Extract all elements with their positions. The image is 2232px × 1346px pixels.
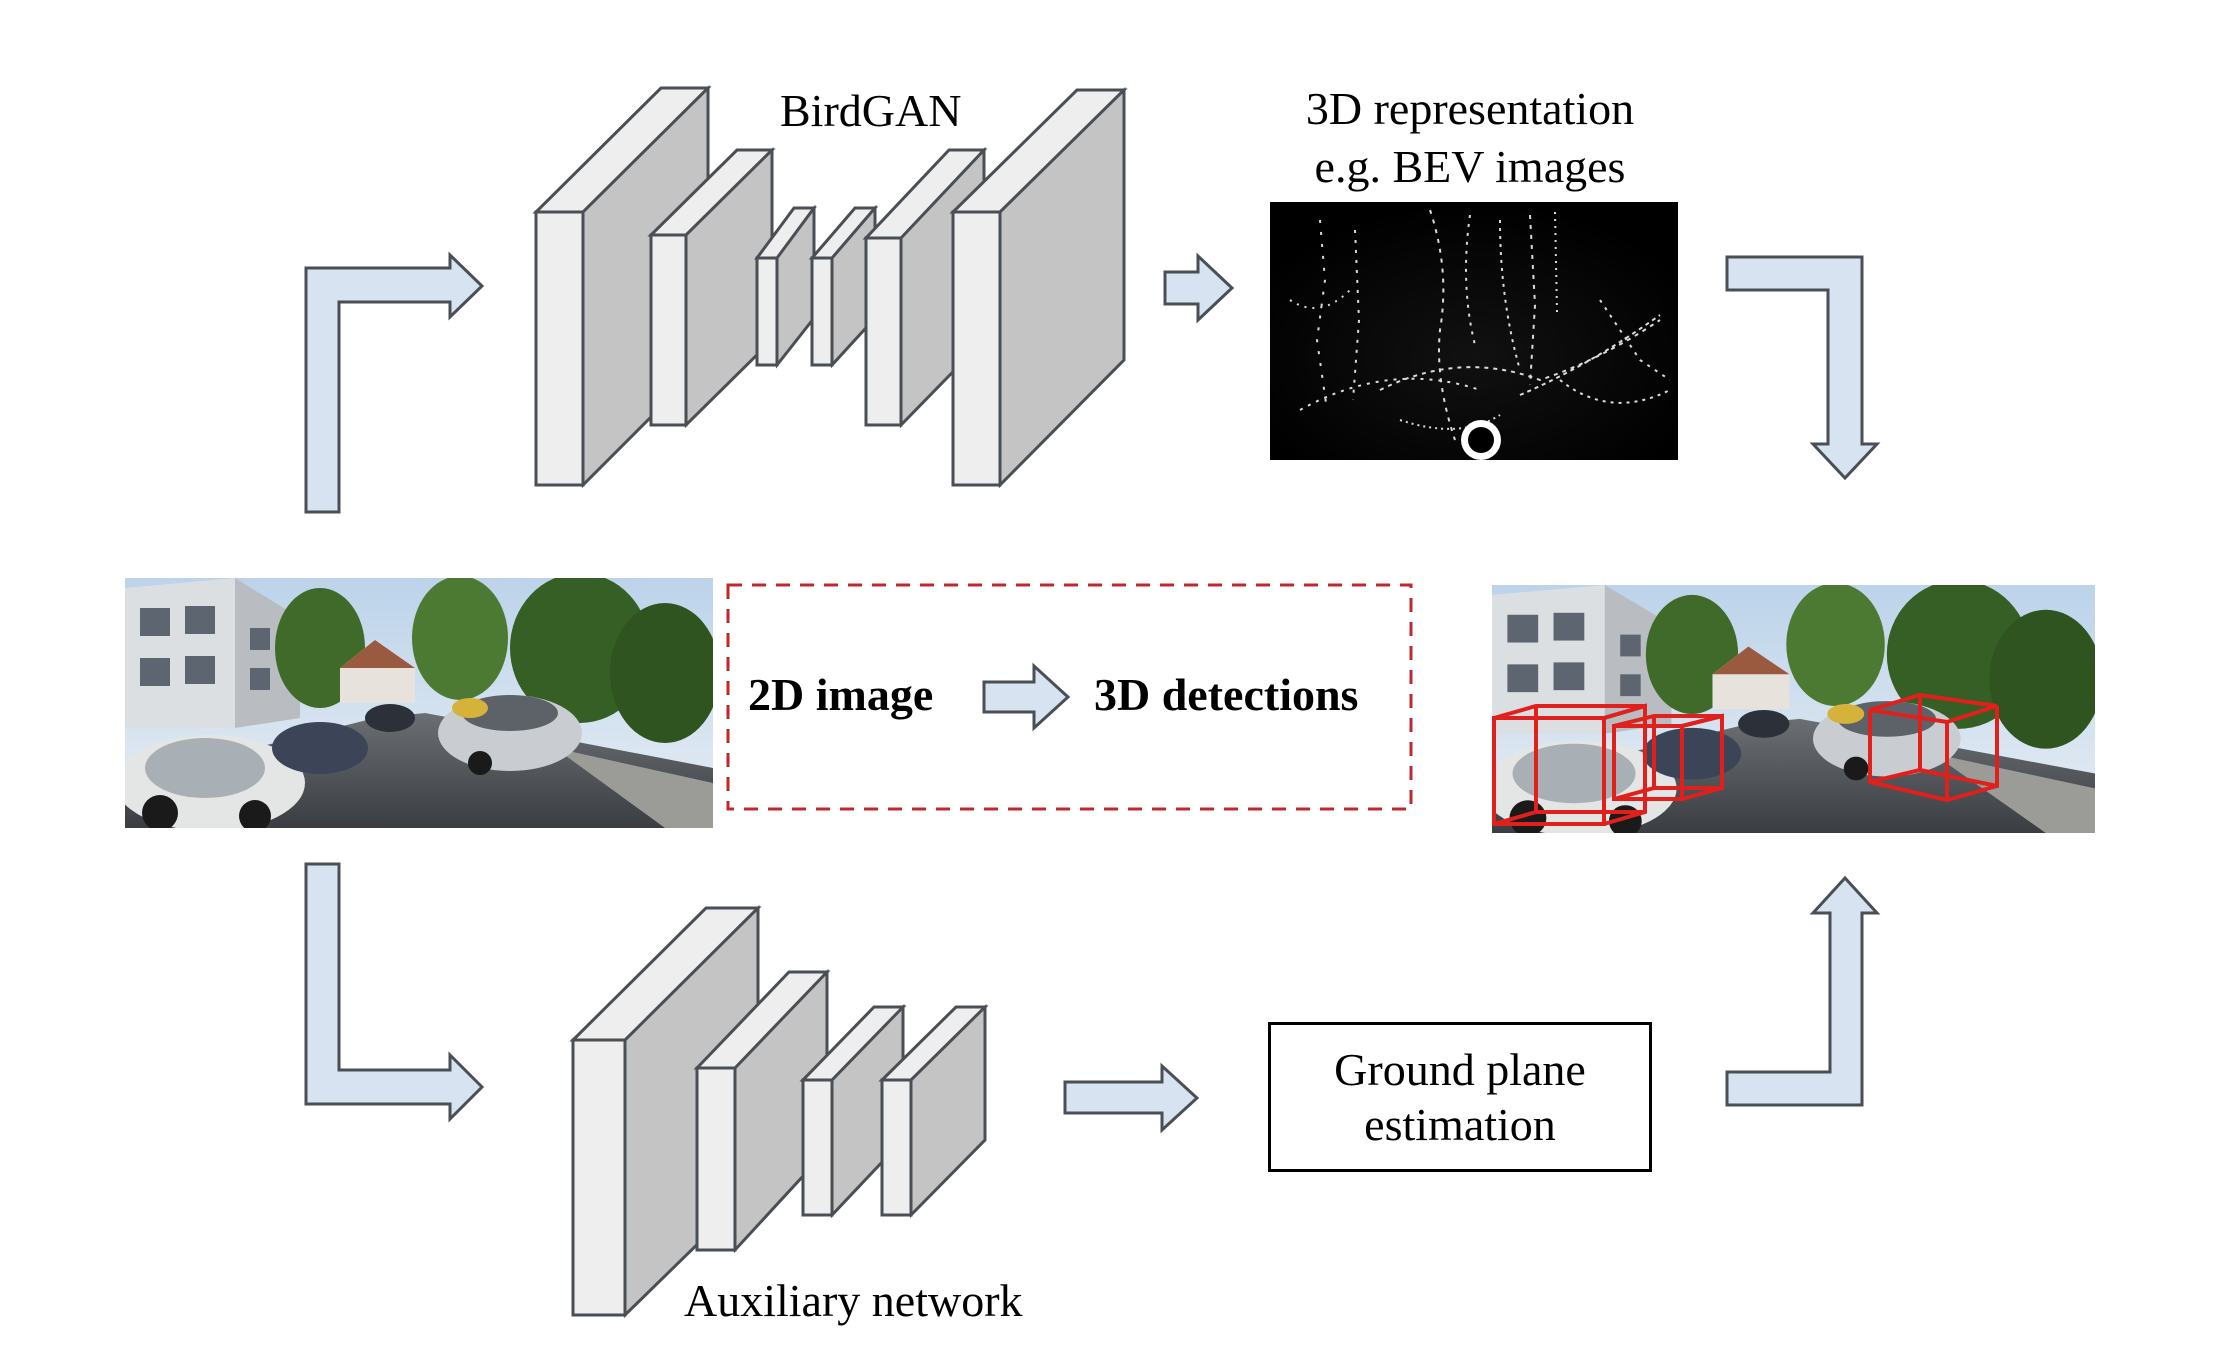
output-image — [1492, 585, 2095, 833]
bev-label: 3D representation e.g. BEV images — [1246, 80, 1694, 195]
aux-block-4-front — [880, 1078, 913, 1217]
birdgan-block-3-front — [755, 256, 779, 367]
detection-boxes — [1492, 692, 1999, 826]
ground-plane-line1: Ground plane — [1334, 1043, 1586, 1095]
birdgan-block-5-front — [864, 236, 903, 427]
legend-to-label: 3D detections — [1094, 669, 1359, 720]
legend-arrow-icon — [982, 662, 1071, 732]
birdgan-block-6-front — [951, 210, 1002, 487]
bev-image — [1270, 202, 1678, 460]
aux-block-1-front — [571, 1038, 627, 1317]
legend-from-label: 2D image — [748, 669, 934, 720]
auxiliary-network — [569, 905, 989, 1319]
ground-plane-box: Ground plane estimation — [1268, 1022, 1652, 1172]
arrow-bev-to-output-icon — [1725, 255, 1881, 481]
detection-box-1-front — [1492, 716, 1606, 826]
arrow-birdgan-to-bev-icon — [1163, 252, 1235, 324]
arrow-auxiliary-to-groundplane-icon — [1063, 1062, 1200, 1134]
arrow-input-to-birdgan-icon — [304, 251, 485, 514]
bev-label-line1: 3D representation — [1305, 83, 1635, 134]
ground-plane-line2: estimation — [1364, 1099, 1556, 1150]
birdgan-label: BirdGAN — [780, 85, 962, 136]
legend-box — [726, 583, 1413, 811]
detection-box-2-front — [1612, 724, 1684, 801]
bev-label-line2: e.g. BEV images — [1314, 140, 1626, 192]
birdgan-block-1-front — [534, 210, 585, 487]
birdgan-block-4-front — [810, 256, 834, 367]
arrow-groundplane-to-output-icon — [1725, 875, 1881, 1107]
birdgan-network — [532, 85, 1128, 489]
input-image — [125, 578, 713, 828]
aux-block-3-front — [801, 1078, 834, 1217]
birdgan-block-2-front — [649, 233, 688, 427]
aux-block-2-front — [695, 1066, 737, 1252]
arrow-input-to-auxiliary-icon — [304, 862, 485, 1123]
auxiliary-label: Auxiliary network — [684, 1275, 1023, 1326]
